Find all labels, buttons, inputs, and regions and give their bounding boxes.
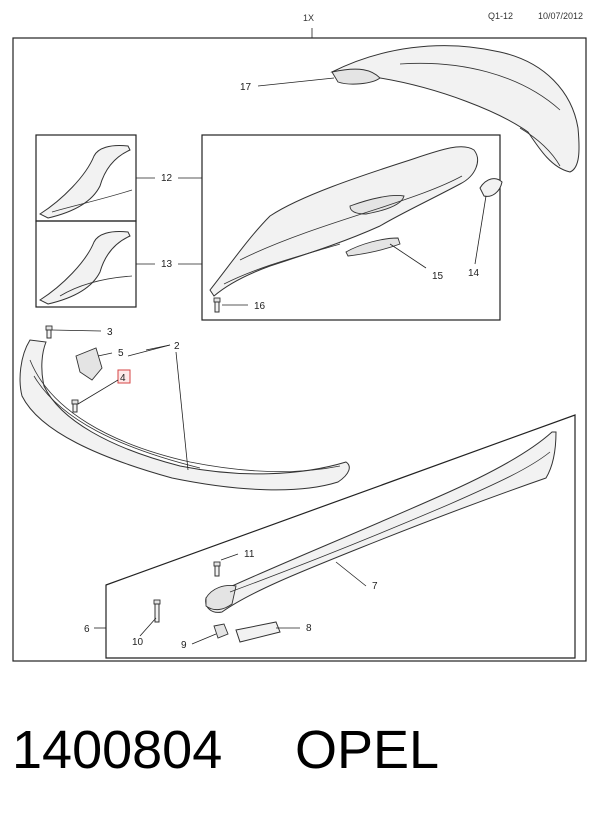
callout-10: 10 xyxy=(132,637,144,648)
callout-9: 9 xyxy=(181,640,187,651)
callout-4: 4 xyxy=(120,373,126,384)
bracket-8 xyxy=(235,621,281,643)
date-label: 10/07/2012 xyxy=(538,11,583,21)
callout-6: 6 xyxy=(84,624,90,635)
rear-bumper-box xyxy=(201,134,501,321)
callout-14: 14 xyxy=(468,268,480,279)
rear-spoiler xyxy=(330,45,580,173)
callout-15: 15 xyxy=(432,271,444,282)
callout-12: 12 xyxy=(161,173,173,184)
callout-13: 13 xyxy=(161,259,173,270)
callout-8: 8 xyxy=(306,623,312,634)
nut-9 xyxy=(213,623,229,639)
reflector-15 xyxy=(345,237,401,257)
front-spoiler xyxy=(19,339,350,491)
bumper-trim-13 xyxy=(38,231,131,305)
callout-17: 17 xyxy=(240,82,252,93)
rear-bumper-fascia xyxy=(209,146,478,297)
side-sill-box xyxy=(105,414,576,659)
callout-16: 16 xyxy=(254,301,266,312)
quantity-label: 1X xyxy=(303,13,314,23)
callout-3: 3 xyxy=(107,327,113,338)
screw-4 xyxy=(71,399,79,413)
tow-cover-14 xyxy=(479,178,503,197)
screw-3 xyxy=(45,325,53,339)
callout-11: 11 xyxy=(244,549,255,560)
callout-7: 7 xyxy=(372,581,378,592)
callout-4-box xyxy=(117,369,131,384)
model-year-label: Q1-12 xyxy=(488,11,513,21)
clip-11 xyxy=(213,561,221,577)
callout-5: 5 xyxy=(118,348,124,359)
side-sill-7 xyxy=(205,431,557,613)
bracket-5 xyxy=(75,347,103,381)
brand-name: OPEL xyxy=(295,720,439,780)
bolt-10 xyxy=(153,599,161,623)
bumper-trim-12 xyxy=(38,145,131,219)
part-number: 1400804 xyxy=(12,720,222,780)
callout-2: 2 xyxy=(174,341,180,352)
outer-frame xyxy=(12,37,587,662)
clip-16 xyxy=(213,297,221,313)
